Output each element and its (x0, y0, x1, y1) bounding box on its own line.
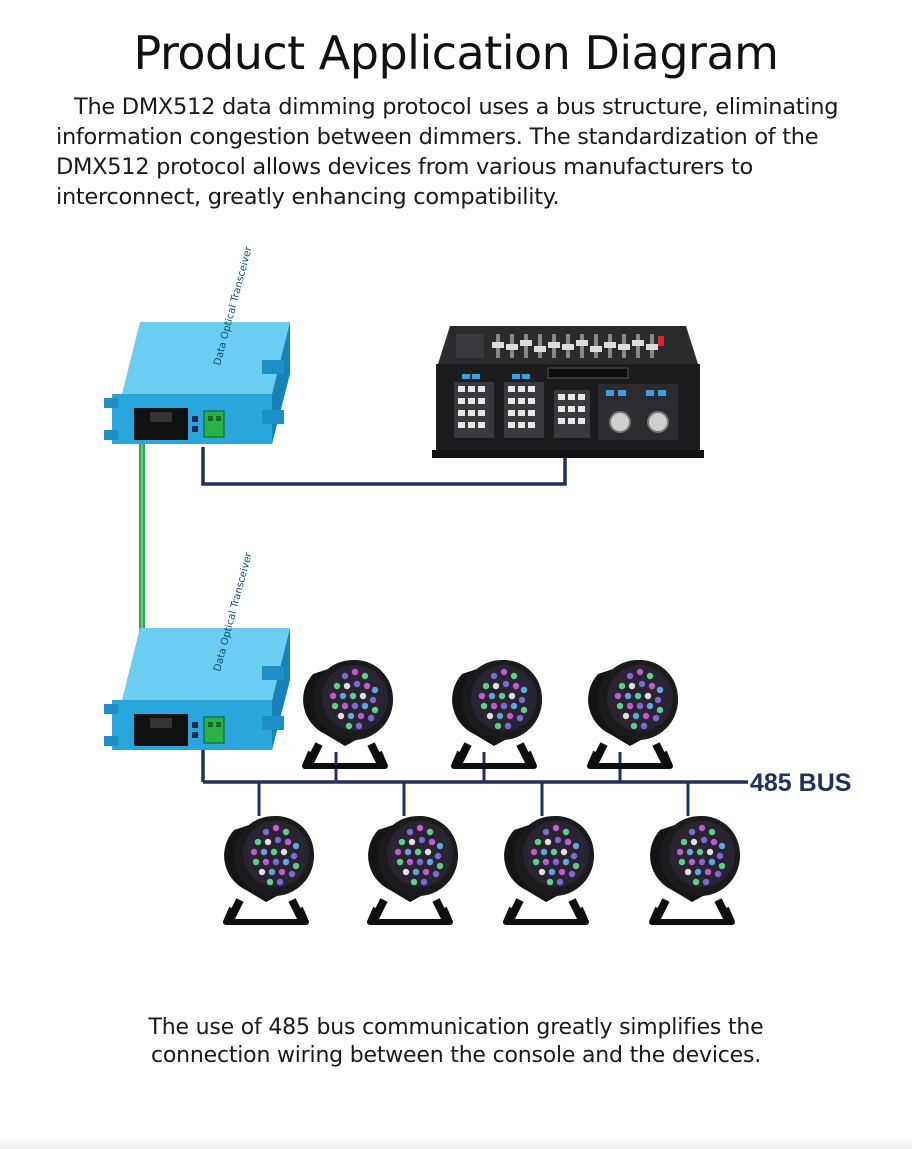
converter-box-icon (103, 244, 291, 445)
page-title: Product Application Diagram (133, 26, 779, 80)
par-light-icon (452, 660, 542, 766)
intro-paragraph: The DMX512 data dimming protocol uses a … (56, 94, 839, 210)
footer-line-1: The use of 485 bus communication greatly… (148, 1015, 764, 1040)
converter-box-icon (103, 550, 291, 751)
dmx-console-icon (431, 325, 705, 459)
console-link-wire (201, 444, 567, 486)
par-light-icon (368, 816, 458, 922)
par-light-icon (303, 660, 393, 766)
par-light-icon (588, 660, 678, 766)
par-light-icon (504, 816, 594, 922)
par-light-icon (650, 816, 740, 922)
par-light-icon (224, 816, 314, 922)
bus-485-label: 485 BUS (750, 769, 851, 797)
bottom-shade (0, 1136, 912, 1149)
footer-caption: The use of 485 bus communication greatly… (0, 1014, 912, 1070)
footer-line-2: connection wiring between the console an… (150, 1043, 762, 1068)
